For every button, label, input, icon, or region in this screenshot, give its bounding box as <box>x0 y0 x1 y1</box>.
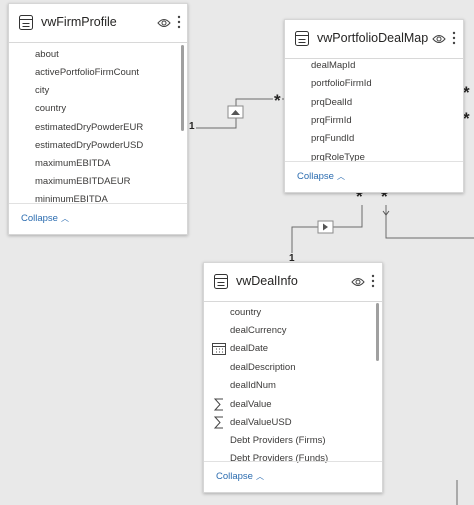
field-item[interactable]: dealIdNum <box>230 380 276 391</box>
card-footer: Collapse︿ <box>285 161 463 192</box>
table-title: vwFirmProfile <box>41 15 117 29</box>
sigma-icon <box>213 398 223 411</box>
chevron-up-icon: ︿ <box>60 214 69 223</box>
field-item[interactable]: activePortfolioFirmCount <box>35 67 140 78</box>
scrollbar[interactable] <box>181 45 184 131</box>
field-item[interactable]: dealDescription <box>230 362 296 373</box>
arrow-icon <box>323 223 328 231</box>
cardinality-many-portfolio-right-2: * <box>462 109 471 128</box>
relationship-line-portfolio-offscreen <box>385 204 474 239</box>
card-header: vwDealInfo <box>204 263 382 302</box>
collapse-button[interactable]: Collapse︿ <box>297 171 345 182</box>
cardinality-one-deal: 1 <box>288 253 296 264</box>
collapse-label: Collapse <box>21 213 58 224</box>
card-footer: Collapse︿ <box>204 461 382 492</box>
field-item[interactable]: prqRoleType <box>311 152 365 163</box>
card-footer: Collapse︿ <box>9 203 187 234</box>
collapse-label: Collapse <box>216 471 253 482</box>
collapse-button[interactable]: Collapse︿ <box>216 471 264 482</box>
chevron-down-icon <box>382 210 390 216</box>
field-item[interactable]: country <box>35 103 67 114</box>
field-item[interactable]: about <box>35 49 59 60</box>
table-card-deal-info[interactable]: vwDealInfo country dealCurrency dealDate… <box>203 262 383 493</box>
table-icon <box>214 274 228 289</box>
field-item[interactable]: dealCurrency <box>230 325 287 336</box>
table-card-portfolio-deal-map[interactable]: vwPortfolioDealMap dealMapId portfolioFi… <box>284 19 464 193</box>
table-icon <box>19 15 33 30</box>
arrow-icon <box>231 110 240 115</box>
field-item[interactable]: portfolioFirmId <box>311 78 372 89</box>
chevron-up-icon: ︿ <box>255 472 264 481</box>
eye-icon[interactable] <box>432 34 446 44</box>
field-item[interactable]: prqDealId <box>311 97 353 108</box>
cardinality-many-portfolio: * <box>273 91 282 110</box>
field-item[interactable]: city <box>35 85 50 96</box>
field-item[interactable]: Debt Providers (Firms) <box>230 435 326 446</box>
scrollbar[interactable] <box>376 303 379 361</box>
field-item[interactable]: minimumEBITDA <box>35 194 108 205</box>
field-item[interactable]: dealDate <box>230 343 269 354</box>
table-title: vwDealInfo <box>236 274 298 288</box>
field-item[interactable]: estimatedDryPowderEUR <box>35 122 144 133</box>
field-item[interactable]: estimatedDryPowderUSD <box>35 140 144 151</box>
field-item[interactable]: maximumEBITDAEUR <box>35 176 131 187</box>
field-item[interactable]: dealValue <box>230 399 272 410</box>
field-item[interactable]: Debt Providers (Funds) <box>230 453 329 464</box>
calendar-icon <box>212 343 226 355</box>
card-header: vwPortfolioDealMap <box>285 20 463 59</box>
more-options-icon[interactable] <box>452 30 456 46</box>
field-item[interactable]: country <box>230 307 262 318</box>
cardinality-many-portfolio-right-1: * <box>462 83 471 102</box>
collapse-label: Collapse <box>297 171 334 182</box>
field-item[interactable]: prqFundId <box>311 133 355 144</box>
table-title: vwPortfolioDealMap <box>317 31 429 45</box>
eye-icon[interactable] <box>157 18 171 28</box>
table-icon <box>295 31 309 46</box>
field-item[interactable]: prqFirmId <box>311 115 352 126</box>
field-item[interactable]: dealMapId <box>311 60 356 71</box>
collapse-button[interactable]: Collapse︿ <box>21 213 69 224</box>
more-options-icon[interactable] <box>177 14 181 30</box>
table-card-firm-profile[interactable]: vwFirmProfile about activePortfolioFirmC… <box>8 3 188 235</box>
field-item[interactable]: dealValueUSD <box>230 417 292 428</box>
sigma-icon <box>213 416 223 429</box>
cardinality-one-firm: 1 <box>188 121 196 132</box>
more-options-icon[interactable] <box>371 273 375 289</box>
eye-icon[interactable] <box>351 277 365 287</box>
cardinality-many-portfolio-bottom-1: * <box>355 187 364 206</box>
card-header: vwFirmProfile <box>9 4 187 43</box>
chevron-up-icon: ︿ <box>336 172 345 181</box>
field-item[interactable]: maximumEBITDA <box>35 158 111 169</box>
cardinality-many-portfolio-bottom-2: * <box>380 187 389 206</box>
